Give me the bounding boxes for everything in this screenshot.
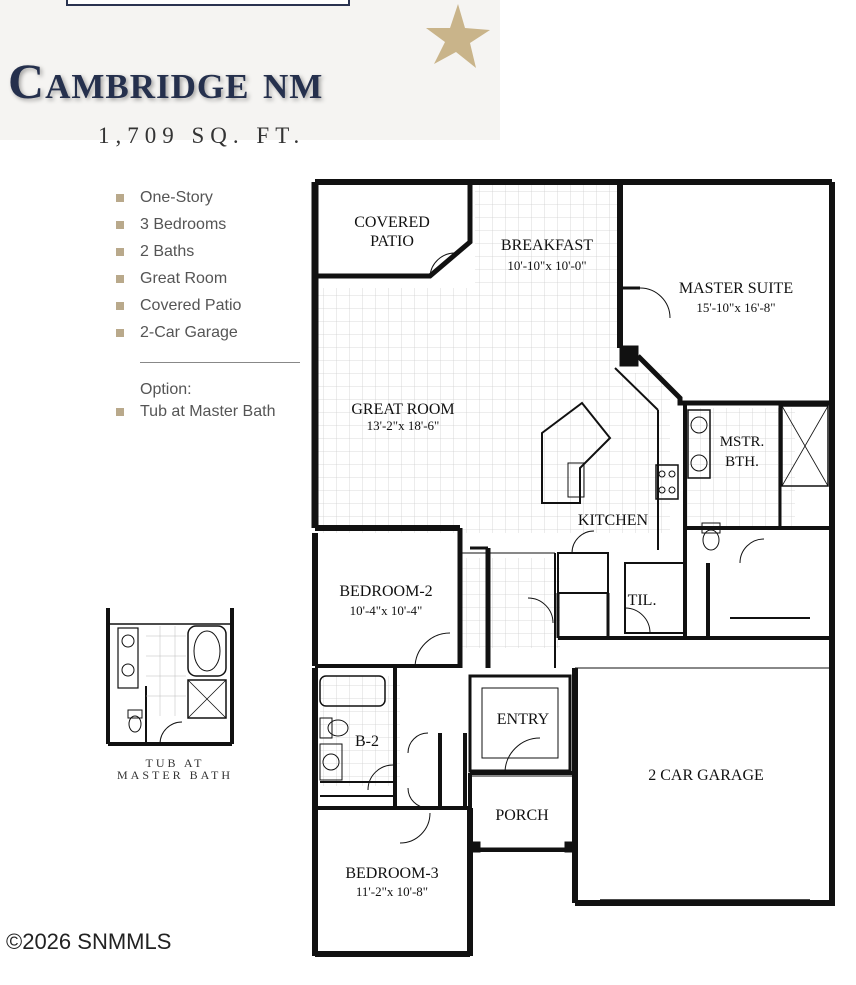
square-footage: 1,709 SQ. FT. [98, 123, 306, 148]
til-label: TIL. [628, 592, 657, 609]
bullet-icon [116, 274, 124, 283]
bedroom-2-label: BEDROOM-2 [339, 583, 432, 600]
copyright-text: ©2026 SNMMLS [6, 929, 172, 954]
features-divider [140, 362, 300, 363]
bath-2-label: B-2 [355, 733, 379, 750]
master-suite-dimensions: 15'-10"x 16'-8" [696, 300, 775, 315]
feature-item: 3 Bedrooms [116, 211, 241, 238]
master-bath-label-2: BTH. [725, 454, 759, 470]
header-frame [66, 0, 350, 6]
bullet-icon [116, 408, 124, 416]
floor-plan: COVERED PATIO BREAKFAST 10'-10"x 10'-0" … [311, 179, 835, 957]
tub-option-inset [106, 608, 234, 746]
bath2-floor [320, 676, 400, 786]
hall-floor [460, 558, 560, 648]
garage-label: 2 CAR GARAGE [648, 767, 764, 784]
great-room-label: GREAT ROOM [351, 401, 454, 418]
feature-item: 2 Baths [116, 238, 241, 265]
feature-item: 2-Car Garage [116, 319, 241, 346]
great-room-dimensions: 13'-2"x 18'-6" [367, 418, 440, 433]
feature-list: One-Story 3 Bedrooms 2 Baths Great Room … [116, 184, 241, 346]
feature-item: One-Story [116, 184, 241, 211]
master-bath-label: MSTR. [720, 434, 765, 450]
entry-label: ENTRY [497, 711, 550, 728]
header-background [0, 0, 500, 140]
feature-item: Covered Patio [116, 292, 241, 319]
covered-patio-label: COVERED [354, 214, 430, 231]
plan-title: Cambridge nm [8, 53, 324, 109]
kitchen-floor [320, 373, 670, 533]
bullet-icon [116, 301, 124, 310]
breakfast-dimensions: 10'-10"x 10'-0" [507, 258, 586, 273]
option-label: Option: [140, 381, 192, 398]
option-item: Tub at Master Bath [116, 400, 275, 424]
porch-label: PORCH [495, 807, 549, 824]
master-suite-label: MASTER SUITE [679, 280, 793, 297]
master-bath-floor [685, 408, 795, 528]
breakfast-label: BREAKFAST [501, 237, 593, 254]
inset-caption: TUB AT MASTER BATH [116, 756, 233, 782]
feature-item: Great Room [116, 265, 241, 292]
breakfast-floor [475, 184, 620, 304]
bullet-icon [116, 247, 124, 256]
covered-patio-label-2: PATIO [370, 233, 414, 250]
bullet-icon [116, 193, 124, 202]
bedroom-3-label: BEDROOM-3 [345, 865, 438, 882]
bedroom-2-dimensions: 10'-4"x 10'-4" [350, 603, 423, 618]
star-icon [426, 4, 490, 68]
bullet-icon [116, 328, 124, 337]
bullet-icon [116, 220, 124, 229]
kitchen-label: KITCHEN [578, 512, 649, 529]
bedroom-3-dimensions: 11'-2"x 10'-8" [356, 884, 428, 899]
